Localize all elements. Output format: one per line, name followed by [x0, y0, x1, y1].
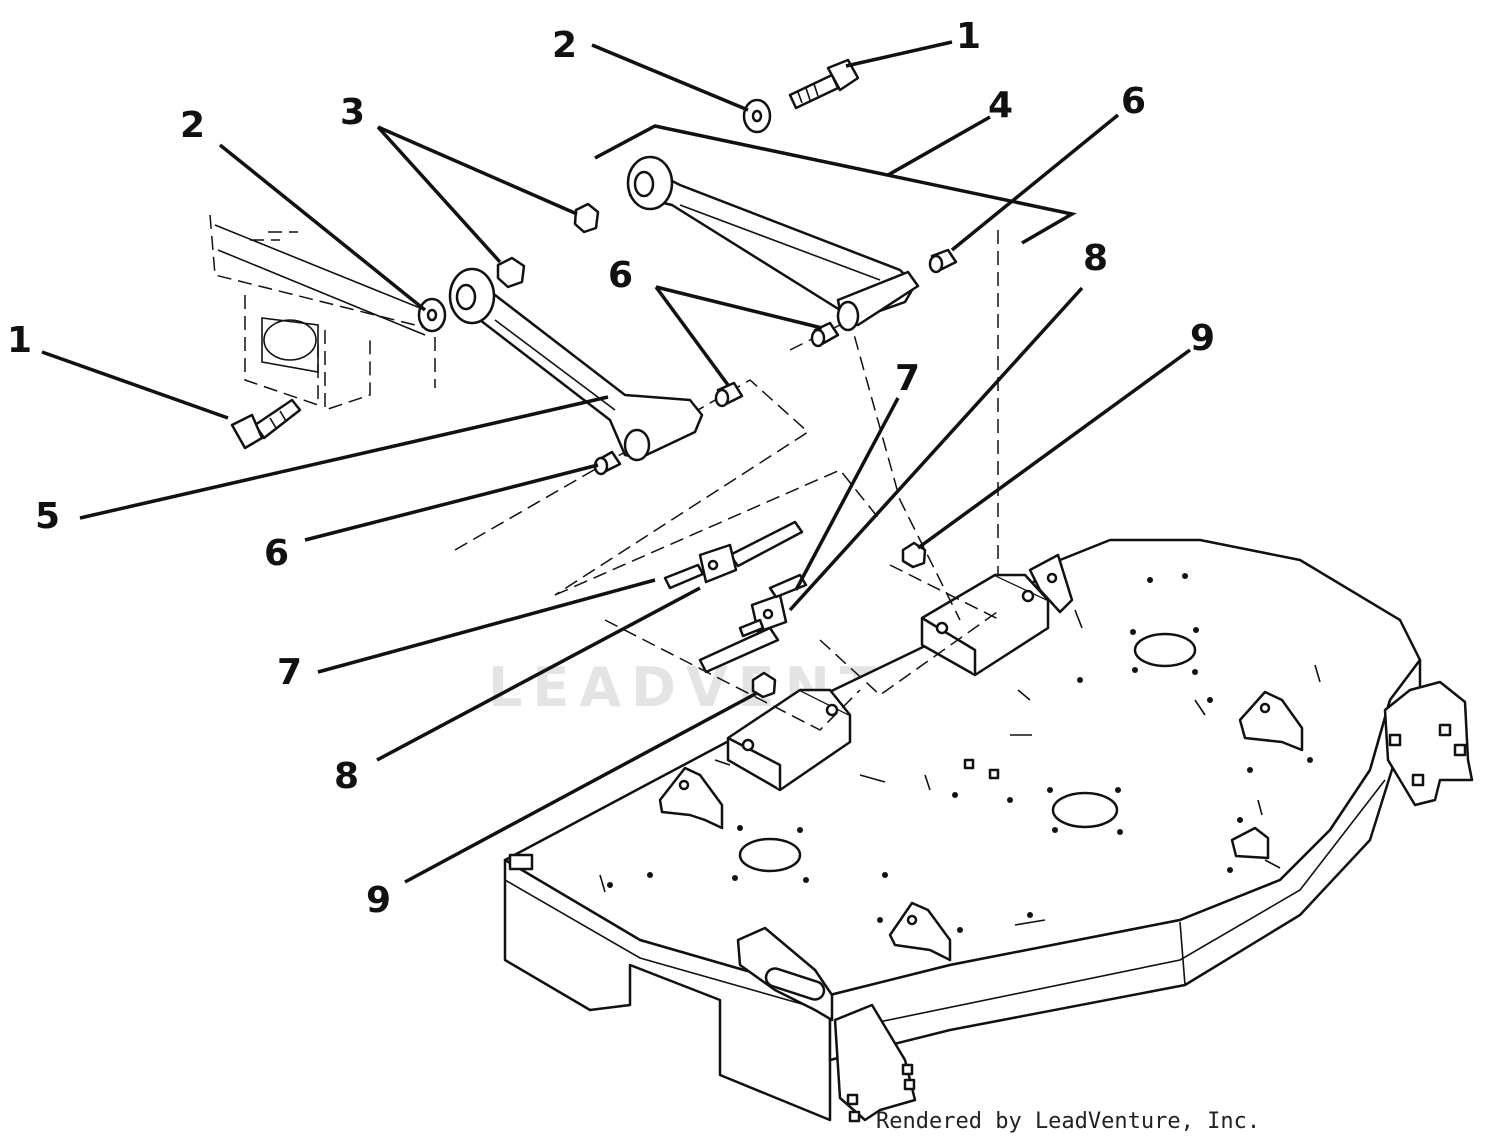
mower-deck — [503, 538, 1474, 1123]
callout-6-upper: 6 — [1121, 81, 1146, 122]
bolt-lower — [230, 398, 302, 450]
leader-lines — [41, 40, 1192, 884]
pin-assemblies — [663, 520, 808, 674]
callout-8-upper: 8 — [1083, 238, 1108, 279]
bolt-upper — [788, 58, 860, 110]
callout-9-upper: 9 — [1190, 318, 1215, 359]
callout-6-lower: 6 — [264, 533, 289, 574]
render-credit: Rendered by LeadVenture, Inc. — [876, 1109, 1260, 1134]
callout-8-lower: 8 — [334, 756, 359, 797]
deck-bracket-rear-right — [920, 553, 1074, 677]
deck-bracket-rear-left — [726, 688, 852, 792]
callout-1-upper: 1 — [956, 16, 981, 57]
callouts: 1 2 4 6 2 3 1 6 8 9 7 5 6 7 8 9 — [7, 16, 1215, 921]
lift-arm-upper — [626, 155, 920, 332]
callout-4: 4 — [988, 85, 1013, 126]
callout-2-lower: 2 — [180, 105, 205, 146]
lift-arm-lower — [448, 267, 704, 462]
callout-6-middle: 6 — [608, 255, 633, 296]
nut-upper — [573, 202, 600, 234]
locknut-lower — [751, 671, 777, 699]
callout-5: 5 — [35, 496, 60, 537]
deck-lugs — [658, 680, 1474, 1123]
callout-9-lower: 9 — [366, 880, 391, 921]
callout-3: 3 — [340, 92, 365, 133]
tractor-frame-reference — [209, 214, 436, 412]
nut-lower — [496, 256, 526, 289]
callout-7-lower: 7 — [277, 652, 302, 693]
callout-7-upper: 7 — [895, 358, 920, 399]
callout-2-upper: 2 — [552, 25, 577, 66]
callout-1-lower: 1 — [7, 320, 32, 361]
deck-holes — [599, 573, 1321, 933]
bushings — [593, 248, 958, 476]
